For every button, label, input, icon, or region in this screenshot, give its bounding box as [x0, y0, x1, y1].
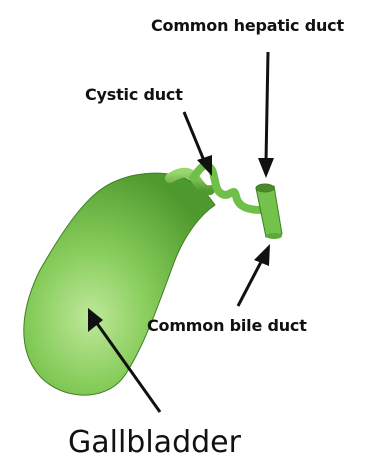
common-bile-duct-label: Common bile duct	[147, 316, 307, 335]
cystic-duct-label: Cystic duct	[85, 85, 183, 104]
common-hepatic-duct-label: Common hepatic duct	[151, 16, 344, 35]
common-bile-duct-opening	[266, 233, 282, 239]
common-hepatic-duct-opening	[256, 184, 274, 192]
cystic-duct-arrow-line	[184, 112, 205, 163]
gallbladder-body	[24, 173, 215, 395]
bile-duct-arrow-head	[254, 244, 270, 266]
hepatic-duct-arrow-head	[258, 158, 274, 178]
bile-duct-arrow-line	[238, 260, 262, 306]
gallbladder-label: Gallbladder	[68, 425, 241, 460]
hepatic-duct-arrow-line	[266, 52, 268, 162]
